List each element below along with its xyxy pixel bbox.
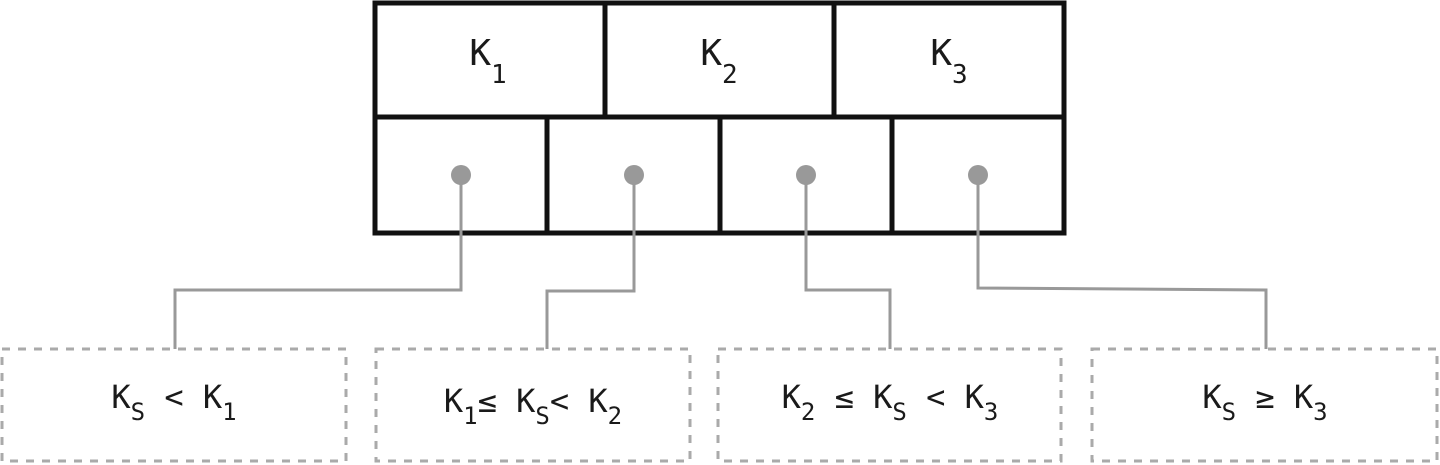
key-3-label: K3 [930,33,967,90]
condition-text: K [588,382,608,420]
condition-text: K [111,378,131,416]
key-2-label: K2 [700,33,737,90]
condition-text: K [965,378,985,416]
condition-subscript: 3 [1313,398,1327,426]
condition-subscript: 2 [608,402,622,430]
condition-text: < [907,378,965,416]
connector-1 [173,176,463,349]
condition-text: K [782,378,802,416]
connector-4 [976,176,1268,349]
condition-subscript: S [535,402,549,430]
internal-node: K1 K2 K3 [372,0,1067,236]
condition-text: K [1294,378,1314,416]
pointer-dot [451,165,471,185]
condition-subscript: S [1222,398,1236,426]
condition-text: K [873,378,893,416]
pointer-dot [796,165,816,185]
pointer-dots [451,165,988,185]
condition-text: ≤ [478,382,517,420]
condition-text: ≥ [1236,378,1294,416]
child-boxes [0,347,1439,463]
condition-subscript: S [892,398,906,426]
condition-subscript: 1 [463,402,477,430]
condition-text: < [550,382,589,420]
pointer-connectors [173,176,1268,349]
connector-3 [804,176,892,349]
pointer-dot [624,165,644,185]
condition-text: K [203,378,223,416]
condition-subscript: 1 [222,398,236,426]
condition-text: K [1202,378,1222,416]
condition-text: ≤ [815,378,873,416]
child-labels: KS < K1 K1≤ KS< K2 K2 ≤ KS < K3 KS ≥ K3 [111,378,1327,430]
child-box-4 [1090,347,1439,463]
condition-subscript: S [131,398,145,426]
connector-2 [545,176,636,349]
condition-subscript: 2 [801,398,815,426]
child-condition-1: KS < K1 [111,378,236,426]
child-box-1 [0,347,348,463]
pointer-dot [968,165,988,185]
key-1-label: K1 [469,33,506,90]
child-box-2 [374,347,692,463]
condition-subscript: 3 [984,398,998,426]
child-condition-2: K1≤ KS< K2 [444,382,622,430]
child-condition-4: KS ≥ K3 [1202,378,1327,426]
condition-text: K [516,382,536,420]
condition-text: < [145,378,203,416]
child-condition-3: K2 ≤ KS < K3 [782,378,999,426]
condition-text: K [444,382,464,420]
child-box-3 [716,347,1063,463]
